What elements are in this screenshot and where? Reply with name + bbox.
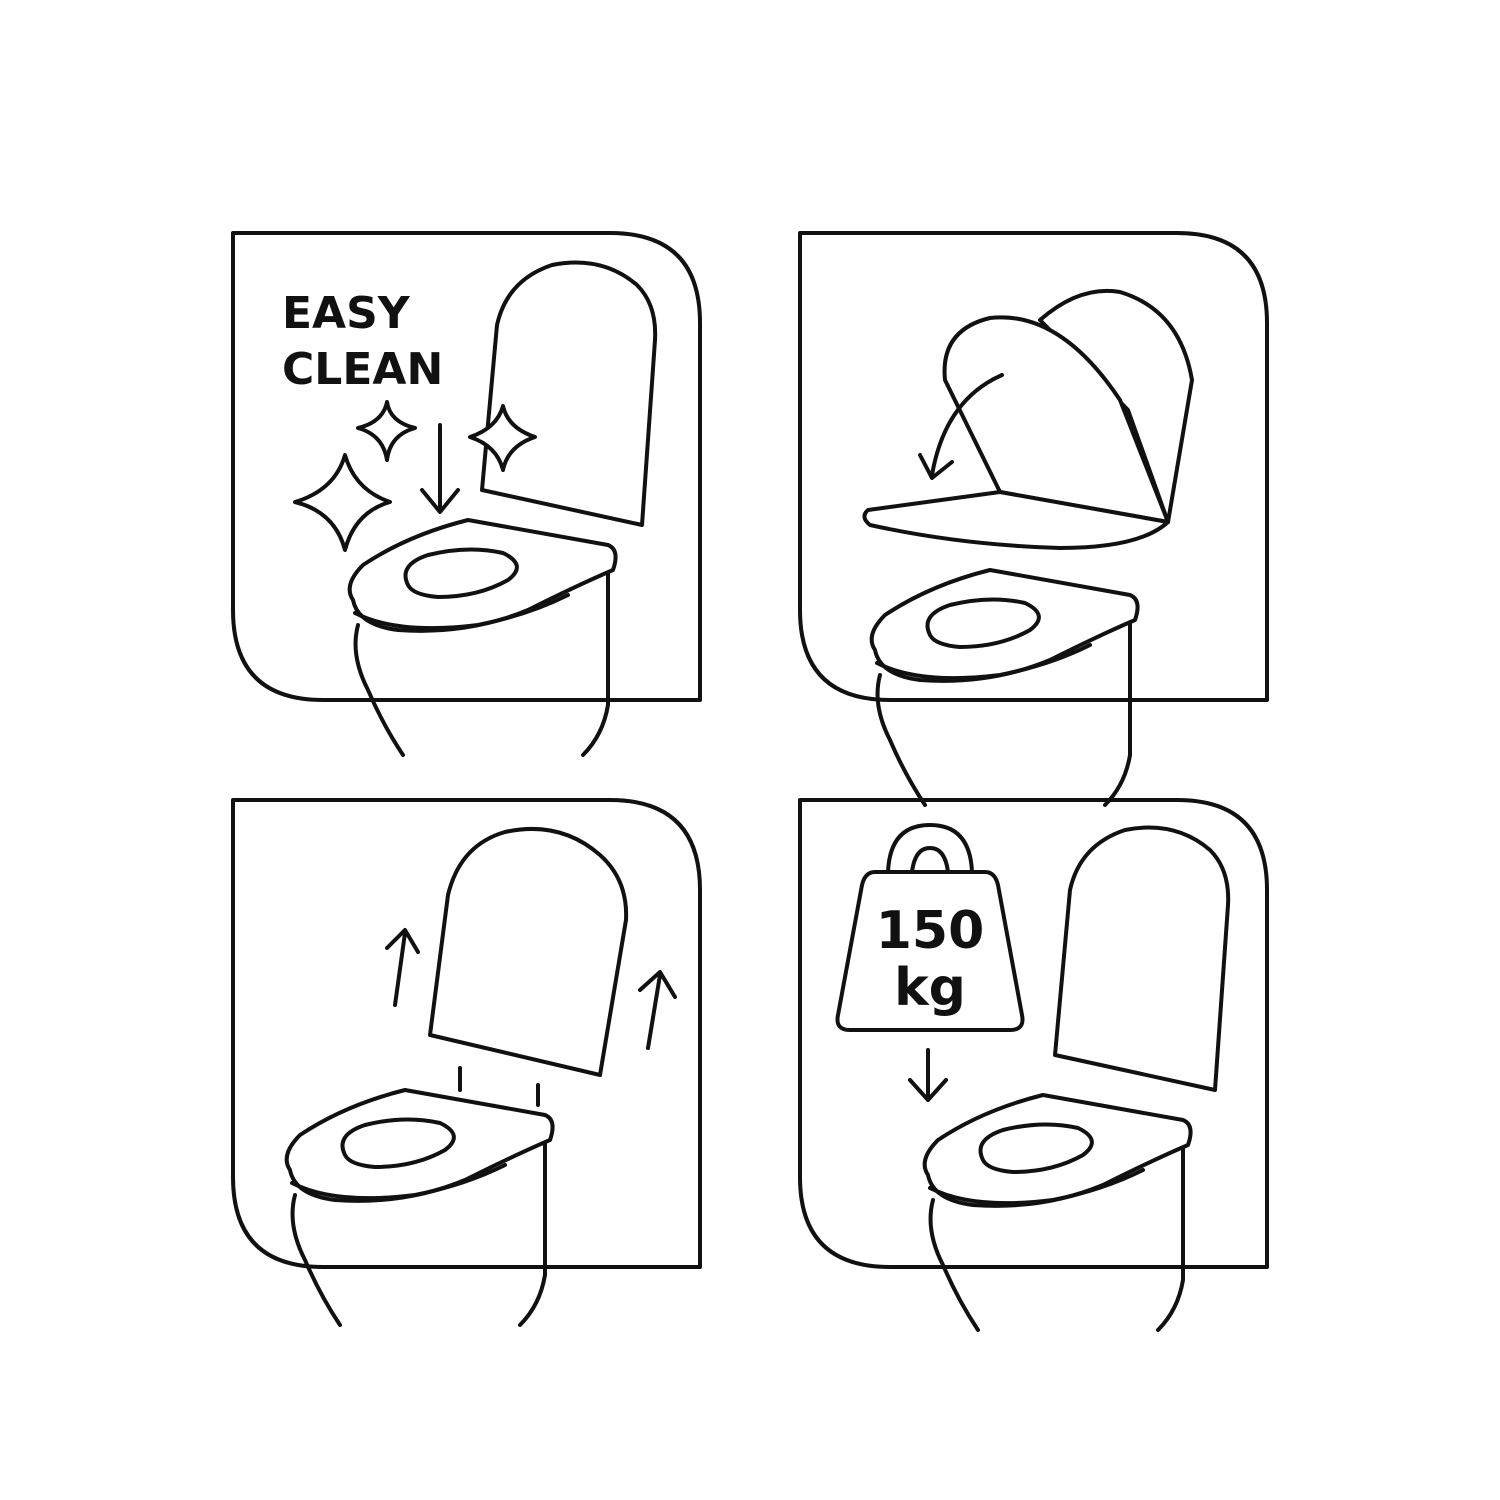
toilet-bowl-icon [922,1093,1193,1332]
panel-frame [798,798,1269,1269]
arrow-up-icon [638,970,677,1050]
panel-easy-clean: EASY CLEAN [231,231,702,757]
toilet-bowl-icon [284,1088,555,1327]
easy-label: EASY [282,288,411,339]
panel-frame [231,798,702,1269]
arrow-up-icon [385,928,420,1007]
toilet-lid-icon [1053,825,1231,1092]
sparkle-icon [356,400,417,462]
panel-frame [798,231,1269,702]
panel-soft-close [798,231,1269,807]
weight-icon [835,823,1025,1032]
weight-unit: kg [894,958,966,1018]
toilet-lid-closed-icon [862,490,1170,550]
toilet-bowl-icon [869,568,1140,807]
panel-frame [231,231,702,702]
weight-value: 150 [876,901,985,961]
hinge-pins [458,1066,540,1107]
toilet-lid-closing-icon [942,315,1170,524]
sparkle-icon [468,404,537,472]
sparkle-icon [293,453,392,552]
arrow-down-icon [908,1048,948,1102]
arrow-down-icon [420,423,460,514]
curved-arrow-icon [918,373,1004,480]
toilet-lid-icon [480,260,658,527]
clean-label: CLEAN [282,344,443,395]
panel-max-load: 150 kg [798,798,1269,1332]
toilet-lid-lifted-icon [428,826,629,1077]
toilet-bowl-icon [347,518,618,757]
panel-quick-release [231,798,702,1327]
